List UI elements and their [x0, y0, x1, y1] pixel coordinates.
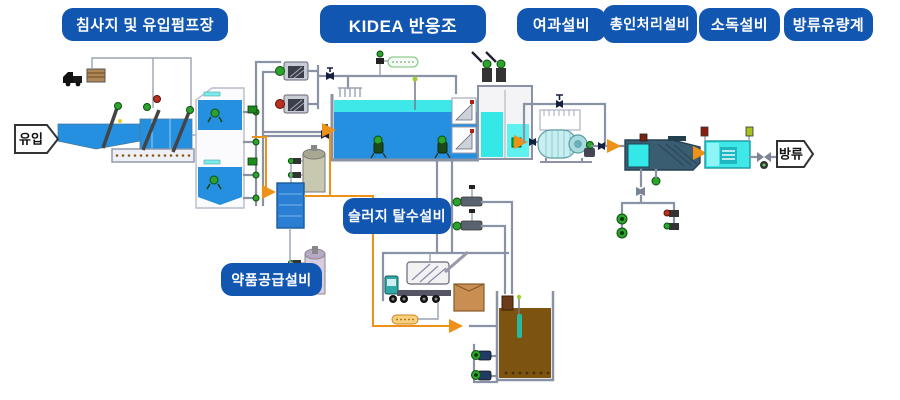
flow-meter-icon [757, 152, 771, 169]
submersible-mixer-icon [206, 108, 223, 190]
screw-conveyor-icon [111, 148, 195, 163]
inflow-label: 유입 [19, 132, 43, 147]
chemical-tank-icon [302, 145, 326, 193]
sludge-valve-icon [636, 187, 645, 196]
air-valve-icon [326, 67, 334, 80]
sludge-level-sensor-icon [517, 314, 522, 338]
outflow-marker: 방류 [776, 140, 815, 168]
dosing-point-icon [376, 50, 419, 76]
label-flow-meter[interactable]: 방류유량계 [784, 8, 873, 41]
drum-filter-icon [537, 129, 595, 163]
chemical-line-reactor [304, 123, 336, 197]
uv-alarm-tag-icon [700, 126, 709, 137]
reactor-mixer-icon [370, 135, 451, 159]
label-kidea-reactor[interactable]: KIDEA 반응조 [320, 5, 486, 43]
inflow-marker: 유입 [14, 124, 60, 154]
label-phosphorus[interactable]: 총인처리설비 [603, 5, 697, 43]
screenings-conveyor-pipe [91, 57, 192, 108]
screw-press-icon [406, 250, 469, 285]
influent-channel [57, 123, 141, 150]
dewatering-truck-icon [384, 275, 451, 303]
flash-mixer-tank [276, 182, 305, 229]
label-disinfection[interactable]: 소독설비 [699, 8, 780, 41]
bar-screen-icons [101, 95, 194, 153]
label-grit-influent-pump[interactable]: 침사지 및 유입펌프장 [62, 8, 228, 41]
level-sensor-icon [412, 76, 418, 82]
air-diffuser-icon [338, 87, 362, 97]
level-monitor-icons [247, 105, 258, 166]
blower-alarm-light [275, 99, 285, 109]
grit-chamber-group [57, 57, 196, 163]
chemical-line-sludge [330, 195, 463, 333]
sludge-tank-group [468, 291, 555, 384]
blower-run-light [275, 66, 285, 76]
filter-outlet-valve-icon [598, 142, 605, 150]
upper-wet-well [198, 100, 242, 130]
chemical-line-1 [252, 136, 276, 199]
uv-status-tag-icon [745, 126, 754, 137]
filter-inlet-valve-icon [529, 138, 536, 146]
sludge-volume [499, 308, 551, 378]
disinfection-group [700, 126, 754, 169]
kidea-reactor-group [261, 50, 533, 162]
phosphorus-group [616, 133, 707, 239]
screenings-truck-icon [63, 72, 82, 87]
settler-tag-icon [639, 133, 648, 142]
bypass-valve-icon [556, 94, 563, 108]
label-sludge-dewatering[interactable]: 슬러지 탈수설비 [343, 198, 451, 234]
label-chemical-supply[interactable]: 약품공급설비 [221, 263, 322, 296]
tank-hopper-icon [501, 295, 514, 311]
dosing-pump-icons [287, 157, 303, 183]
label-filtration[interactable]: 여과설비 [517, 8, 606, 41]
screen-alarm-light [153, 95, 161, 103]
outflow-label: 방류 [779, 147, 803, 162]
decanter-icons [451, 97, 477, 154]
tag-capsule-green [387, 56, 419, 68]
flow-meter-group [748, 152, 779, 169]
tag-capsule-orange [391, 302, 439, 325]
dewatering-group [381, 159, 514, 325]
influent-pump-station-group [195, 60, 284, 209]
sludge-transfer-pump-icons [471, 350, 492, 381]
filter-group [514, 94, 625, 163]
blower-group [275, 61, 458, 114]
cake-box-icon [453, 283, 485, 312]
sludge-feed-pump-icons [452, 185, 483, 231]
screenings-hopper-icon [86, 68, 106, 83]
